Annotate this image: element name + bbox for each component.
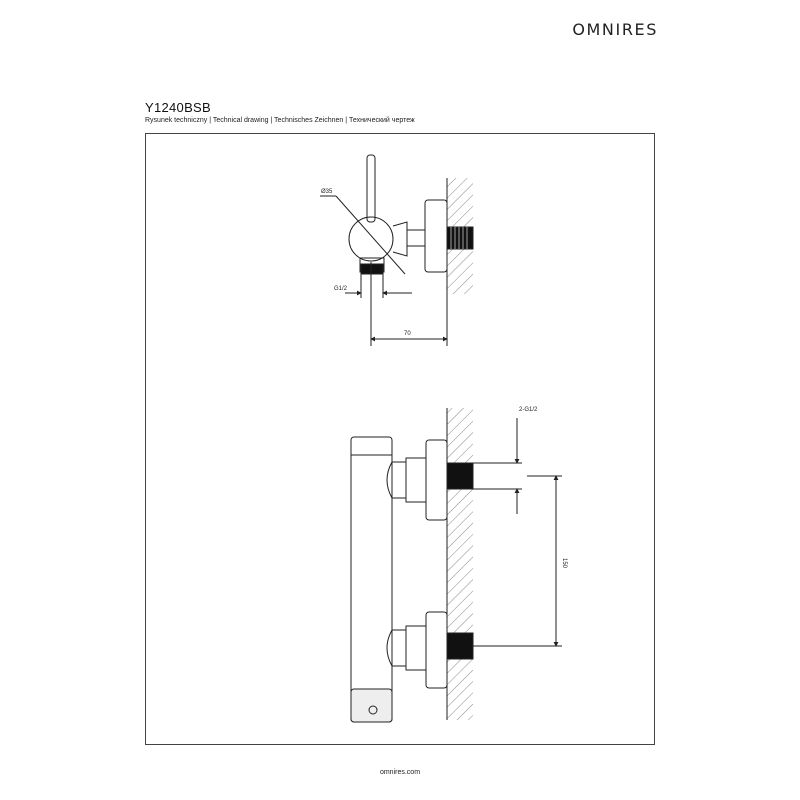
drawing-frame: [145, 133, 655, 745]
outlet-hole: [368, 705, 378, 715]
drawing-subtitle: Rysunek techniczny | Technical drawing |…: [145, 117, 415, 124]
lower-connector: [386, 629, 407, 667]
bottom-knob: [350, 688, 393, 723]
outlet-thread: [360, 263, 384, 275]
depth-label: 70: [404, 331, 411, 337]
thread-label-front: 2-G1/2: [519, 407, 538, 413]
thermostat-body: [350, 436, 393, 723]
lower-thread: [446, 632, 474, 660]
website-link[interactable]: omnires.com: [379, 769, 421, 776]
valve-body-circle: [348, 216, 394, 262]
spacing-label: 150: [561, 558, 567, 569]
thread-label-top: G1/2: [334, 286, 348, 292]
handle-lever: [366, 154, 376, 223]
top-view: [320, 154, 474, 346]
lower-connector-nut: [405, 625, 427, 671]
upper-escutcheon: [425, 439, 448, 521]
upper-connector-nut: [405, 457, 427, 503]
connector-arm: [392, 221, 408, 257]
lower-escutcheon: [425, 611, 448, 689]
wall-escutcheon-top: [424, 199, 448, 273]
threaded-inlet-top: [446, 226, 474, 250]
front-view: [350, 408, 562, 723]
diameter-label: Ø35: [321, 189, 333, 195]
wall-hatch-front: [447, 408, 473, 720]
brand-logo: OMNIRES: [572, 20, 658, 39]
product-code: Y1240BSB: [145, 100, 212, 115]
connector-nut: [406, 229, 426, 247]
diameter-leader: [335, 195, 406, 275]
upper-thread: [446, 462, 474, 490]
upper-connector: [386, 461, 407, 499]
